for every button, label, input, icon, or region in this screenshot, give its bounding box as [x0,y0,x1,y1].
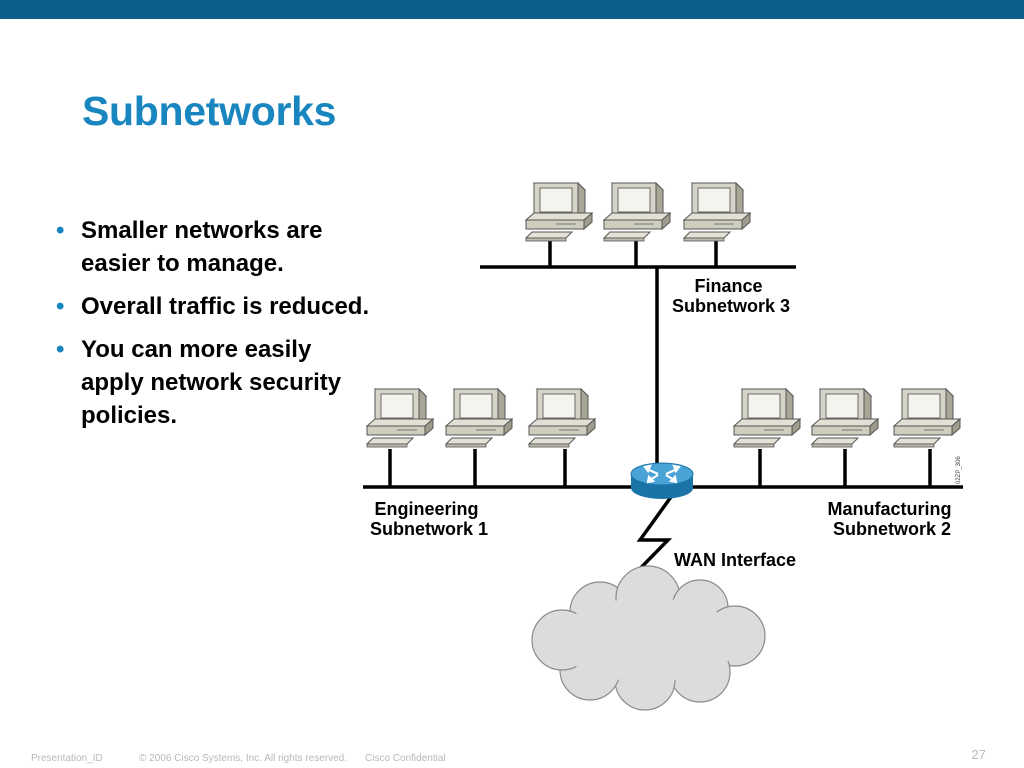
bullet-list: •Smaller networks are easier to manage. … [56,214,376,442]
bullet-text: Smaller networks are easier to manage. [81,217,323,277]
desktop-computer-icon [603,182,671,242]
engineering-label: Engineering Subnetwork 1 [370,499,488,539]
bullet-item: • Overall traffic is reduced. [56,290,376,323]
desktop-computer-icon [528,388,596,448]
wan-link [625,488,678,584]
page-number: 27 [971,747,986,762]
desktop-computer-icon [811,388,879,448]
desktop-computer-icon [525,182,593,242]
manufacturing-label-line2: Subnetwork 2 [833,519,951,539]
wan-interface-label: WAN Interface [674,550,796,570]
bullet-marker: • [56,336,65,363]
footer-copyright: © 2006 Cisco Systems, Inc. All rights re… [139,753,348,764]
desktop-computer-icon [445,388,513,448]
footer-presentation-id: Presentation_ID [31,753,103,764]
manufacturing-label-line1: Manufacturing [827,499,951,519]
bullet-item: • You can more easily apply network secur… [56,333,376,432]
cloud-fill [556,598,740,682]
bullet-marker: • [56,293,65,320]
top-band [0,0,1024,19]
desktop-computer-icon [893,388,961,448]
figure-code: 02ZP_306 [956,456,962,484]
engineering-label-line1: Engineering [374,499,478,519]
engineering-label-line2: Subnetwork 1 [370,519,488,539]
router-icon [630,462,694,499]
bullet-marker: • [56,217,65,244]
bullet-text: Overall traffic is reduced. [81,293,370,320]
desktop-computer-icon [366,388,434,448]
slide-title: Subnetworks [82,88,337,134]
footer-confidential: Cisco Confidential [365,753,446,764]
bullet-item: • Smaller networks are easier to manage. [56,214,376,280]
finance-label-line1: Finance [694,276,762,296]
manufacturing-label: Manufacturing Subnetwork 2 [827,499,956,539]
desktop-computer-icon [733,388,801,448]
finance-label-line2: Subnetwork 3 [672,296,790,316]
bullet-text: You can more easily apply network securi… [81,336,342,429]
finance-label: Finance Subnetwork 3 [672,276,790,316]
desktop-computer-icon [683,182,751,242]
